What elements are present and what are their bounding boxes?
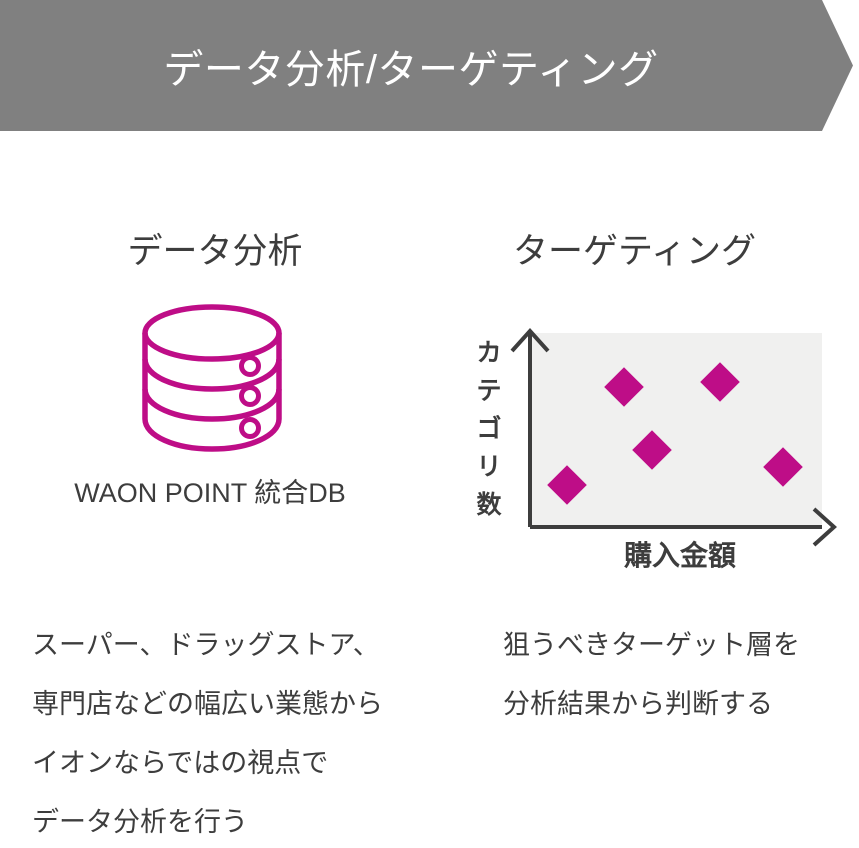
body-line: 分析結果から判断する: [503, 689, 773, 719]
body-line: 狙うべきターゲット層を: [503, 630, 800, 660]
scatter-markers: [547, 362, 803, 505]
body-text-targeting: 狙うべきターゲット層を 分析結果から判断する: [503, 616, 800, 734]
y-axis-label-char: 数: [476, 491, 502, 519]
database-icon: [132, 301, 292, 461]
chart-y-axis-label: カ テ ゴ リ 数: [472, 334, 506, 524]
y-axis-label-char: ゴ: [476, 415, 502, 443]
body-line: スーパー、ドラッグストア、: [32, 630, 380, 660]
chart-x-axis-label: 購入金額: [623, 540, 736, 571]
database-caption-line: WAON POINT: [74, 478, 247, 508]
body-text-data-analysis: スーパー、ドラッグストア、 専門店などの幅広い業態から イオンならではの視点で …: [32, 616, 383, 848]
column-heading-data-analysis: データ分析: [127, 232, 303, 271]
database-caption-line: 統合DB: [254, 478, 346, 508]
database-caption: WAON POINT 統合DB: [0, 472, 420, 514]
column-heading-targeting: ターゲティング: [513, 232, 756, 271]
y-axis-label-char: カ: [476, 339, 502, 367]
y-axis-label-char: テ: [476, 377, 502, 405]
section-banner: データ分析/ターゲティング: [0, 0, 859, 131]
body-line: 専門店などの幅広い業態から: [32, 689, 383, 719]
banner-title: データ分析/ターゲティング: [163, 47, 659, 92]
scatter-plot: [470, 320, 850, 570]
banner-arrow-shape: [0, 0, 853, 131]
body-line: データ分析を行う: [32, 807, 248, 837]
y-axis-label-char: リ: [476, 453, 502, 481]
body-line: イオンならではの視点で: [32, 748, 329, 778]
